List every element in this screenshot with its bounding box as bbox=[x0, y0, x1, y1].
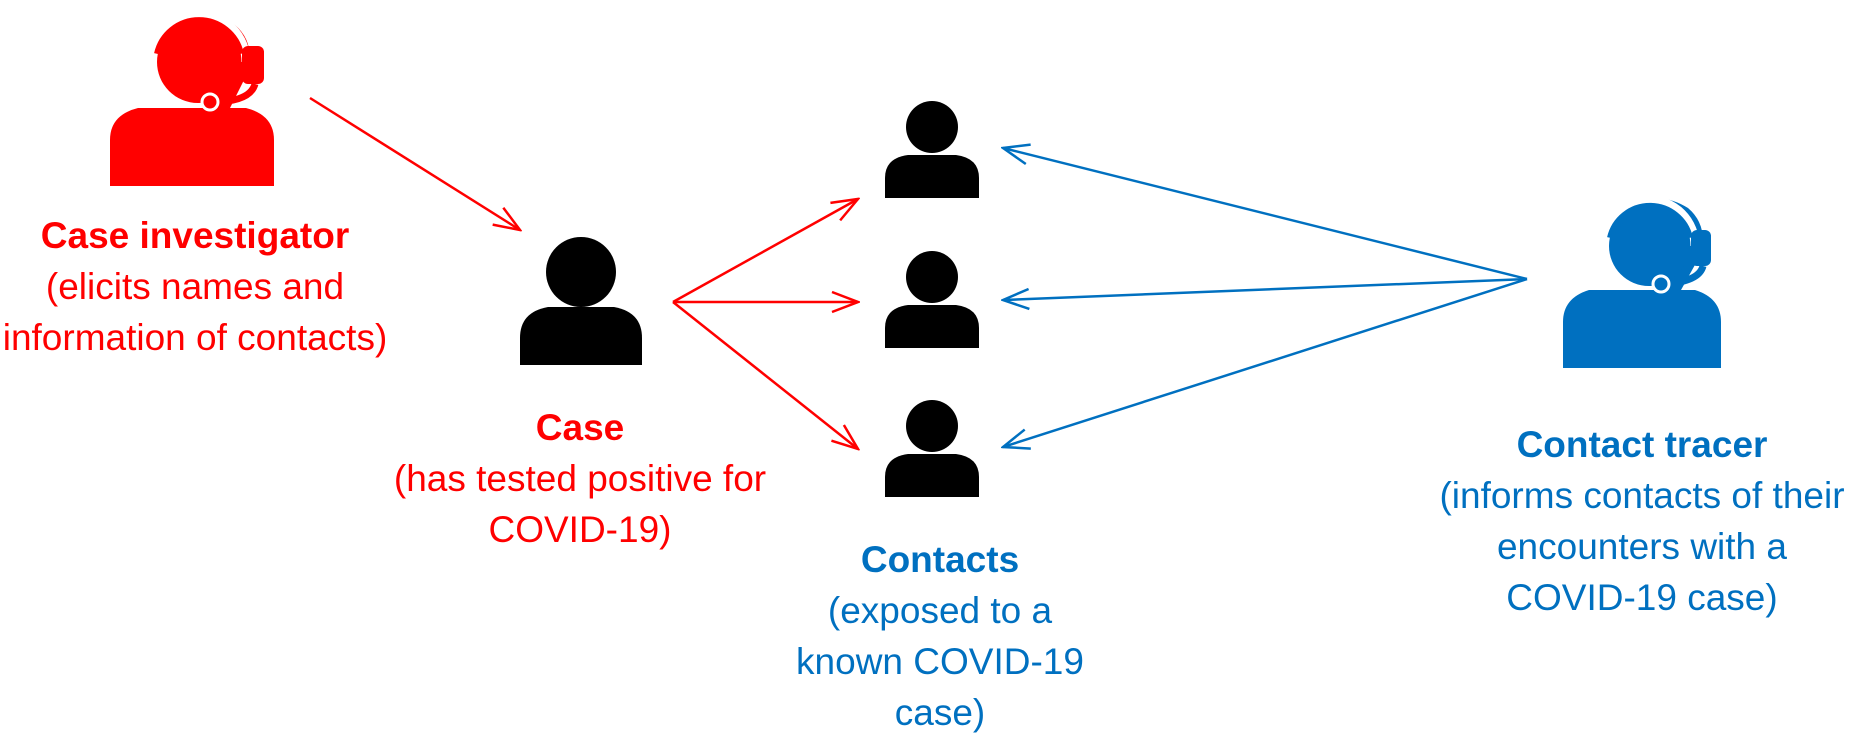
case-label: Case (has tested positive for COVID-19) bbox=[380, 402, 780, 555]
arrow-tracer-to-contact-3 bbox=[1003, 277, 1528, 447]
arrow-tracer-to-contact-1 bbox=[1003, 148, 1528, 281]
contact-tracer-title: Contact tracer bbox=[1516, 424, 1768, 465]
case-investigator-label: Case investigator (elicits names and inf… bbox=[0, 210, 390, 363]
contact-tracer-description: (informs contacts of their encounters wi… bbox=[1439, 475, 1845, 618]
contact-tracer-icon bbox=[1563, 195, 1721, 368]
contacts-title: Contacts bbox=[860, 539, 1020, 580]
case-title: Case bbox=[535, 407, 625, 448]
contacts-description: (exposed to a known COVID-19 case) bbox=[796, 590, 1084, 733]
arrow-tracer-to-contact-2 bbox=[1003, 277, 1528, 300]
contact-person-icon bbox=[885, 101, 979, 198]
case-investigator-icon bbox=[110, 9, 274, 187]
arrow-case-to-contact-1 bbox=[672, 199, 858, 304]
arrow-case-to-contact-3 bbox=[672, 301, 858, 449]
contacts-label: Contacts (exposed to a known COVID-19 ca… bbox=[780, 534, 1100, 738]
case-description: (has tested positive for COVID-19) bbox=[393, 458, 767, 550]
contact-tracer-label: Contact tracer (informs contacts of thei… bbox=[1430, 419, 1854, 623]
case-investigator-description: (elicits names and information of contac… bbox=[2, 266, 388, 358]
contact-person-icon bbox=[885, 251, 979, 348]
contact-person-icon bbox=[885, 400, 979, 497]
arrow-investigator-to-case bbox=[309, 96, 520, 230]
case-investigator-title: Case investigator bbox=[40, 215, 350, 256]
case-person-icon bbox=[520, 237, 642, 365]
